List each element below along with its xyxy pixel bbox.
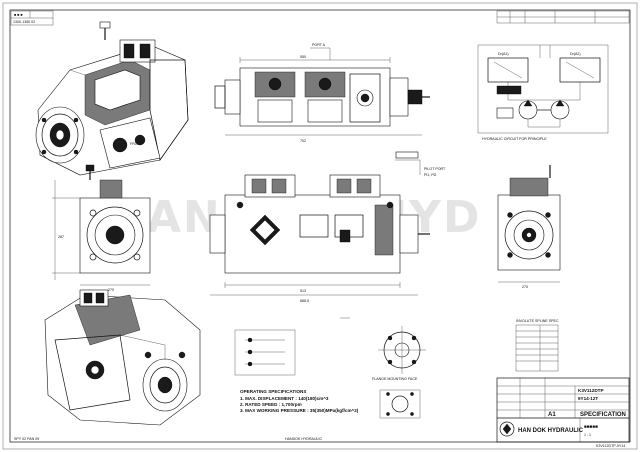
svg-text:702: 702 (300, 139, 306, 143)
title-block: K3V112DTP 9Y14-12T A1 SPECIFICATION HAN … (496, 377, 630, 443)
specs-line-1: 1. MAX. DISPLACEMENT : 140(180)cm^3 (240, 396, 329, 401)
flange-label: FLANGE MOUNTING FACE (372, 377, 418, 381)
svg-text:Dr(A2): Dr(A2) (570, 52, 581, 56)
circuit-title: HYDRAULIC CIRCUIT FOR PRINCIPLE (482, 137, 547, 141)
sheet-title: SPECIFICATION (580, 412, 626, 418)
top-view: 550 702 PORT A (214, 43, 430, 143)
svg-text:FRONT: FRONT (130, 142, 143, 146)
footer-center: HANDOK HYDRAULIC (285, 437, 323, 441)
footer-right: K3V112DTP-9Y14 (596, 444, 625, 448)
specs-line-3: 3. MAX WORKING PRESSURE : 35(350)MPa(kgf… (240, 408, 359, 413)
hydraulic-circuit-schematic: Dr(A1) Dr(A2) HYDRAULIC CIRCUIT FOR PRIN… (477, 44, 609, 141)
svg-text:■■■■■: ■■■■■ (584, 424, 598, 429)
inner-border (9, 9, 631, 443)
corner-title-block: ■ ■ ■ 1300-1360 02 (10, 10, 54, 26)
isometric-pump-view-top: FRONT (35, 21, 189, 176)
left-side-view: 287 270 (52, 164, 151, 292)
sheet-size: A1 (548, 412, 556, 418)
svg-text:■ ■ ■: ■ ■ ■ (14, 13, 23, 17)
company-name: HAN DOK HYDRAULIC (518, 428, 584, 434)
revision-table (496, 10, 630, 24)
specs-title: OPERATING SPECIFICATIONS (240, 389, 306, 394)
svg-text:Pi1, Pi2: Pi1, Pi2 (424, 173, 436, 177)
svg-text:PILOT PORT: PILOT PORT (424, 167, 446, 171)
spline-table-title: INVOLUTE SPLINE SPEC (516, 319, 559, 323)
svg-text:513: 513 (300, 289, 306, 293)
svg-text:K3V112DTP: K3V112DTP (578, 388, 604, 393)
spline-spec-table: INVOLUTE SPLINE SPEC (515, 319, 559, 372)
operating-specifications: OPERATING SPECIFICATIONS 1. MAX. DISPLAC… (234, 329, 359, 413)
front-elevation-view: 513 688.5 PILOT PORT Pi1, Pi2 (209, 151, 446, 303)
svg-text:270: 270 (108, 288, 114, 292)
svg-text:287: 287 (58, 235, 64, 239)
specs-line-2: 2. RATED SPEED : 1,700rpm (240, 402, 302, 407)
mounting-flange-view: FLANGE MOUNTING FACE (340, 317, 426, 419)
svg-text:270: 270 (522, 285, 528, 289)
footer-left: SPY 02 PAN 09 (14, 437, 39, 441)
svg-text:550: 550 (300, 55, 306, 59)
isometric-pump-view-bottom (44, 289, 201, 426)
svg-text:PORT A: PORT A (312, 43, 326, 47)
svg-text:1 : 1: 1 : 1 (584, 433, 591, 437)
svg-text:9Y14-12T: 9Y14-12T (578, 396, 598, 401)
svg-text:688.5: 688.5 (300, 299, 309, 303)
svg-text:Dr(A1): Dr(A1) (498, 52, 509, 56)
corner-code: 1300-1360 02 (13, 20, 35, 24)
right-end-view: 270 (497, 165, 561, 289)
